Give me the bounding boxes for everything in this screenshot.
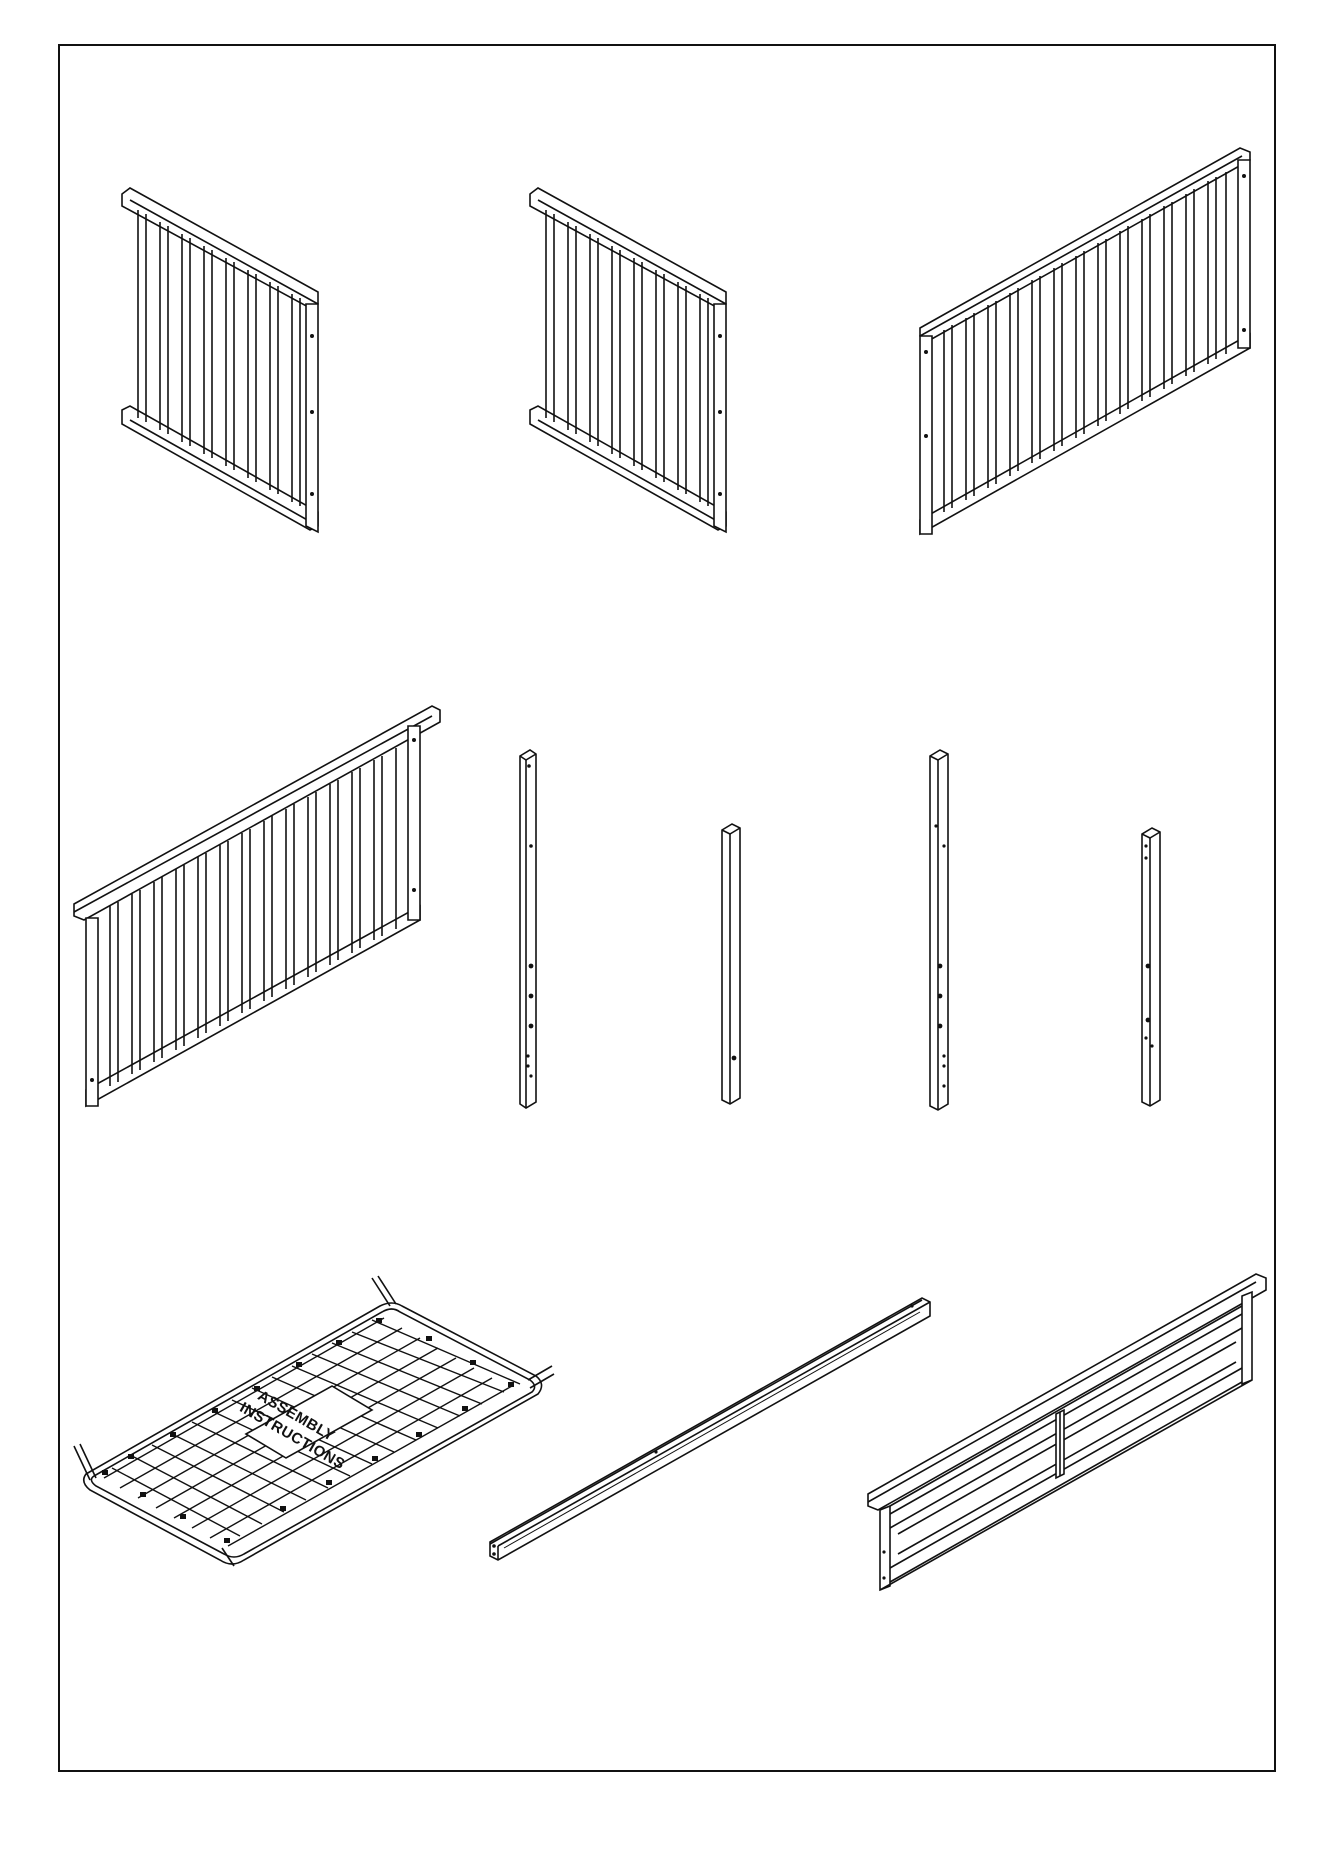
footboard-panel (868, 1274, 1266, 1590)
post-2 (722, 824, 740, 1104)
front-rail-panel (74, 706, 440, 1106)
mattress-support: ASSEMBLY INSTRUCTIONS (74, 1276, 554, 1566)
headboard-panel-right (530, 188, 726, 532)
back-rail-panel (920, 148, 1250, 534)
post-3 (930, 750, 948, 1110)
stabilizer-bar (490, 1298, 930, 1560)
post-4 (1142, 828, 1160, 1106)
post-1 (520, 750, 536, 1108)
headboard-panel-left (122, 188, 318, 532)
